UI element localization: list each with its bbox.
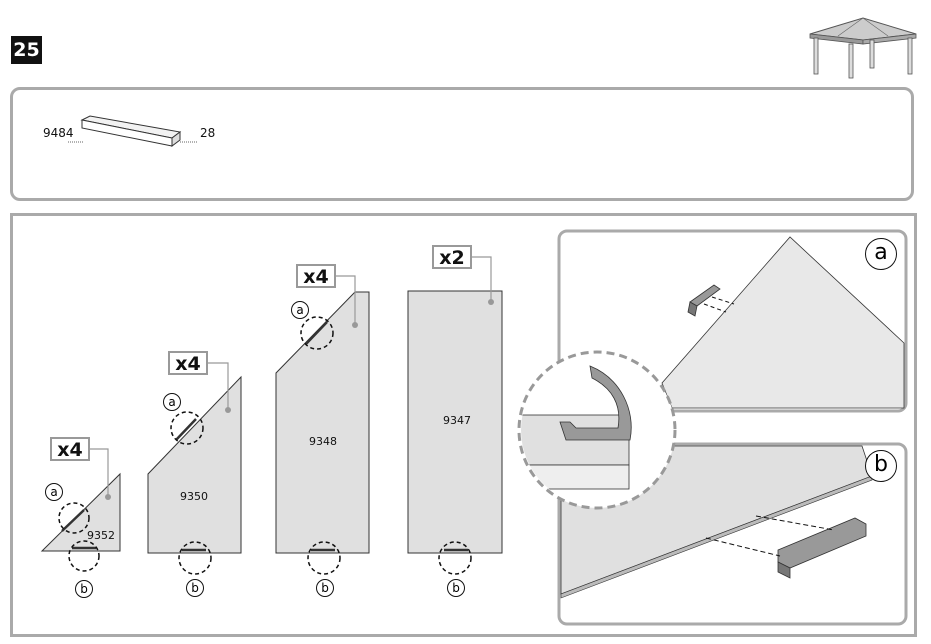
profile-quantity: 28	[200, 126, 216, 140]
panel-9348-code: 9348	[309, 435, 337, 448]
panel-9352-multiplier: x4	[50, 437, 90, 461]
panel-9350-multiplier: x4	[168, 351, 208, 375]
detail-a-label: a	[865, 238, 897, 270]
profile-code: 9484	[43, 126, 74, 140]
assembly-panel	[10, 213, 917, 637]
panel-9348-callout-b: b	[316, 579, 334, 597]
panel-9347-code: 9347	[443, 414, 471, 427]
panel-9352-callout-b: b	[75, 580, 93, 598]
gazebo-icon	[809, 17, 917, 79]
panel-9350-shape	[147, 375, 242, 554]
step-number: 25	[11, 36, 42, 64]
panel-9348-shape	[275, 291, 370, 554]
detail-b-label: b	[865, 450, 897, 482]
panel-9348-multiplier: x4	[296, 264, 336, 288]
panel-9348-callout-a: a	[291, 301, 309, 319]
panel-9347-multiplier: x2	[432, 245, 472, 269]
panel-9352-callout-a: a	[45, 483, 63, 501]
panel-9350-code: 9350	[180, 490, 208, 503]
panel-9350-callout-b: b	[186, 579, 204, 597]
panel-9347-shape	[407, 290, 503, 554]
panel-9352-code: 9352	[87, 529, 115, 542]
panel-9347-callout-b: b	[447, 579, 465, 597]
parts-list-panel	[10, 87, 914, 201]
panel-9350-callout-a: a	[163, 393, 181, 411]
